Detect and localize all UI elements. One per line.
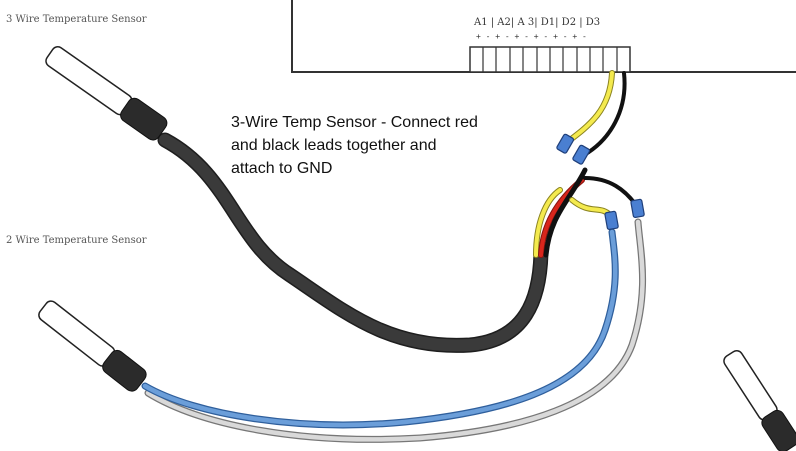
wiring-note: 3-Wire Temp Sensor - Connect red and bla…: [231, 114, 478, 177]
blue-connectors: [556, 133, 645, 231]
terminal-block: A1 | A2| A 3| D1| D2 | D3 + - + - + - + …: [469, 17, 631, 73]
connector-3: [604, 210, 619, 231]
connector-4: [630, 198, 645, 219]
three-wire-split-leads: [533, 70, 638, 258]
connector-1: [556, 133, 575, 154]
extra-probe: [723, 349, 796, 451]
terminal-header: A1 | A2| A 3| D1| D2 | D3: [473, 17, 600, 28]
three-wire-sensor-cable: [157, 132, 549, 353]
three-wire-sensor-title: 3 Wire Temperature Sensor: [6, 14, 147, 25]
three-wire-probe: [45, 46, 168, 141]
connector-2: [572, 144, 591, 165]
note-line-3: attach to GND: [231, 160, 332, 177]
two-wire-sensor-wires: [141, 218, 647, 443]
note-line-2: and black leads together and: [231, 137, 436, 154]
note-line-1: 3-Wire Temp Sensor - Connect red: [231, 114, 478, 131]
two-wire-probe: [38, 300, 147, 392]
terminal-dividers: [482, 47, 618, 72]
two-wire-sensor-title: 2 Wire Temperature Sensor: [6, 235, 147, 246]
terminal-polarity: + - + - + - + - + - + -: [476, 32, 587, 41]
